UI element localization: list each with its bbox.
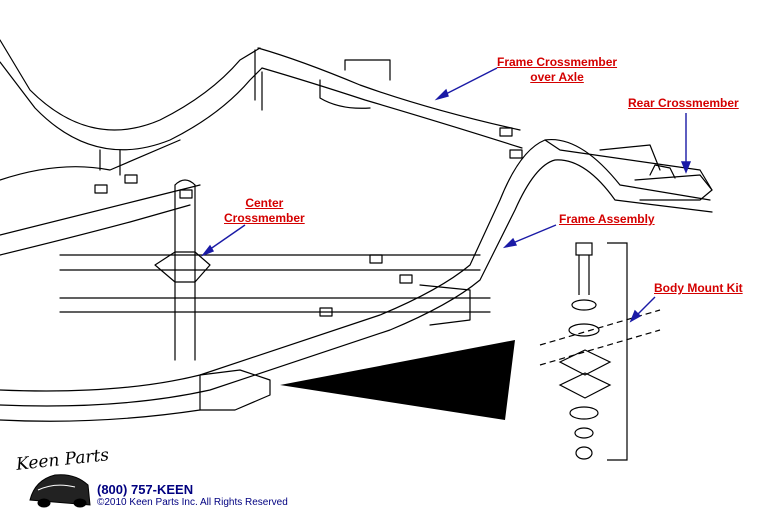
- bolt-shank: [578, 255, 590, 295]
- lower-washer: [574, 427, 594, 439]
- label-center-crossmember[interactable]: Center Crossmember: [224, 196, 305, 226]
- label-frame-crossmember[interactable]: Frame Crossmember over Axle: [497, 55, 617, 85]
- left-frame-rail: [0, 39, 263, 181]
- arrow-body-mount-kit: [629, 296, 656, 323]
- kit-bracket: [607, 242, 628, 461]
- footer-phone: (800) 757-KEEN: [97, 482, 194, 497]
- label-frame-crossmember-line1: Frame Crossmember: [497, 55, 618, 69]
- shim-upper: [558, 349, 612, 376]
- washer: [571, 299, 597, 311]
- nut: [575, 446, 593, 460]
- arrow-rear-crossmember: [680, 113, 692, 174]
- label-frame-crossmember-line2: over Axle: [530, 70, 584, 84]
- bolt-head: [575, 242, 593, 256]
- body-mount-kit-parts: [539, 242, 661, 461]
- shadow-wedge: [280, 340, 515, 420]
- label-rear-crossmember[interactable]: Rear Crossmember: [628, 96, 739, 110]
- footer-copyright: ©2010 Keen Parts Inc. All Rights Reserve…: [97, 497, 288, 508]
- frame-crossmember-over-axle: [254, 47, 523, 149]
- shim-lower: [558, 372, 612, 399]
- rear-crossmember: [634, 164, 713, 201]
- front-bracket: [199, 284, 471, 411]
- frame-uprights: [99, 149, 121, 176]
- lower-cushion: [569, 406, 599, 420]
- keen-parts-logo: [29, 474, 91, 508]
- arrow-center-crossmember: [200, 224, 246, 257]
- right-frame-rail: [0, 138, 713, 407]
- label-center-crossmember-line2: Crossmember: [224, 211, 305, 225]
- mount-tabs: [94, 127, 523, 317]
- cushion: [568, 323, 600, 337]
- arrow-frame-assembly: [502, 224, 557, 249]
- label-frame-assembly[interactable]: Frame Assembly: [559, 212, 655, 226]
- label-center-crossmember-line1: Center: [245, 196, 284, 210]
- label-body-mount-kit[interactable]: Body Mount Kit: [654, 281, 743, 295]
- arrow-frame-crossmember: [434, 67, 498, 101]
- center-crossmember: [154, 179, 211, 361]
- lower-frame-rail: [0, 184, 491, 422]
